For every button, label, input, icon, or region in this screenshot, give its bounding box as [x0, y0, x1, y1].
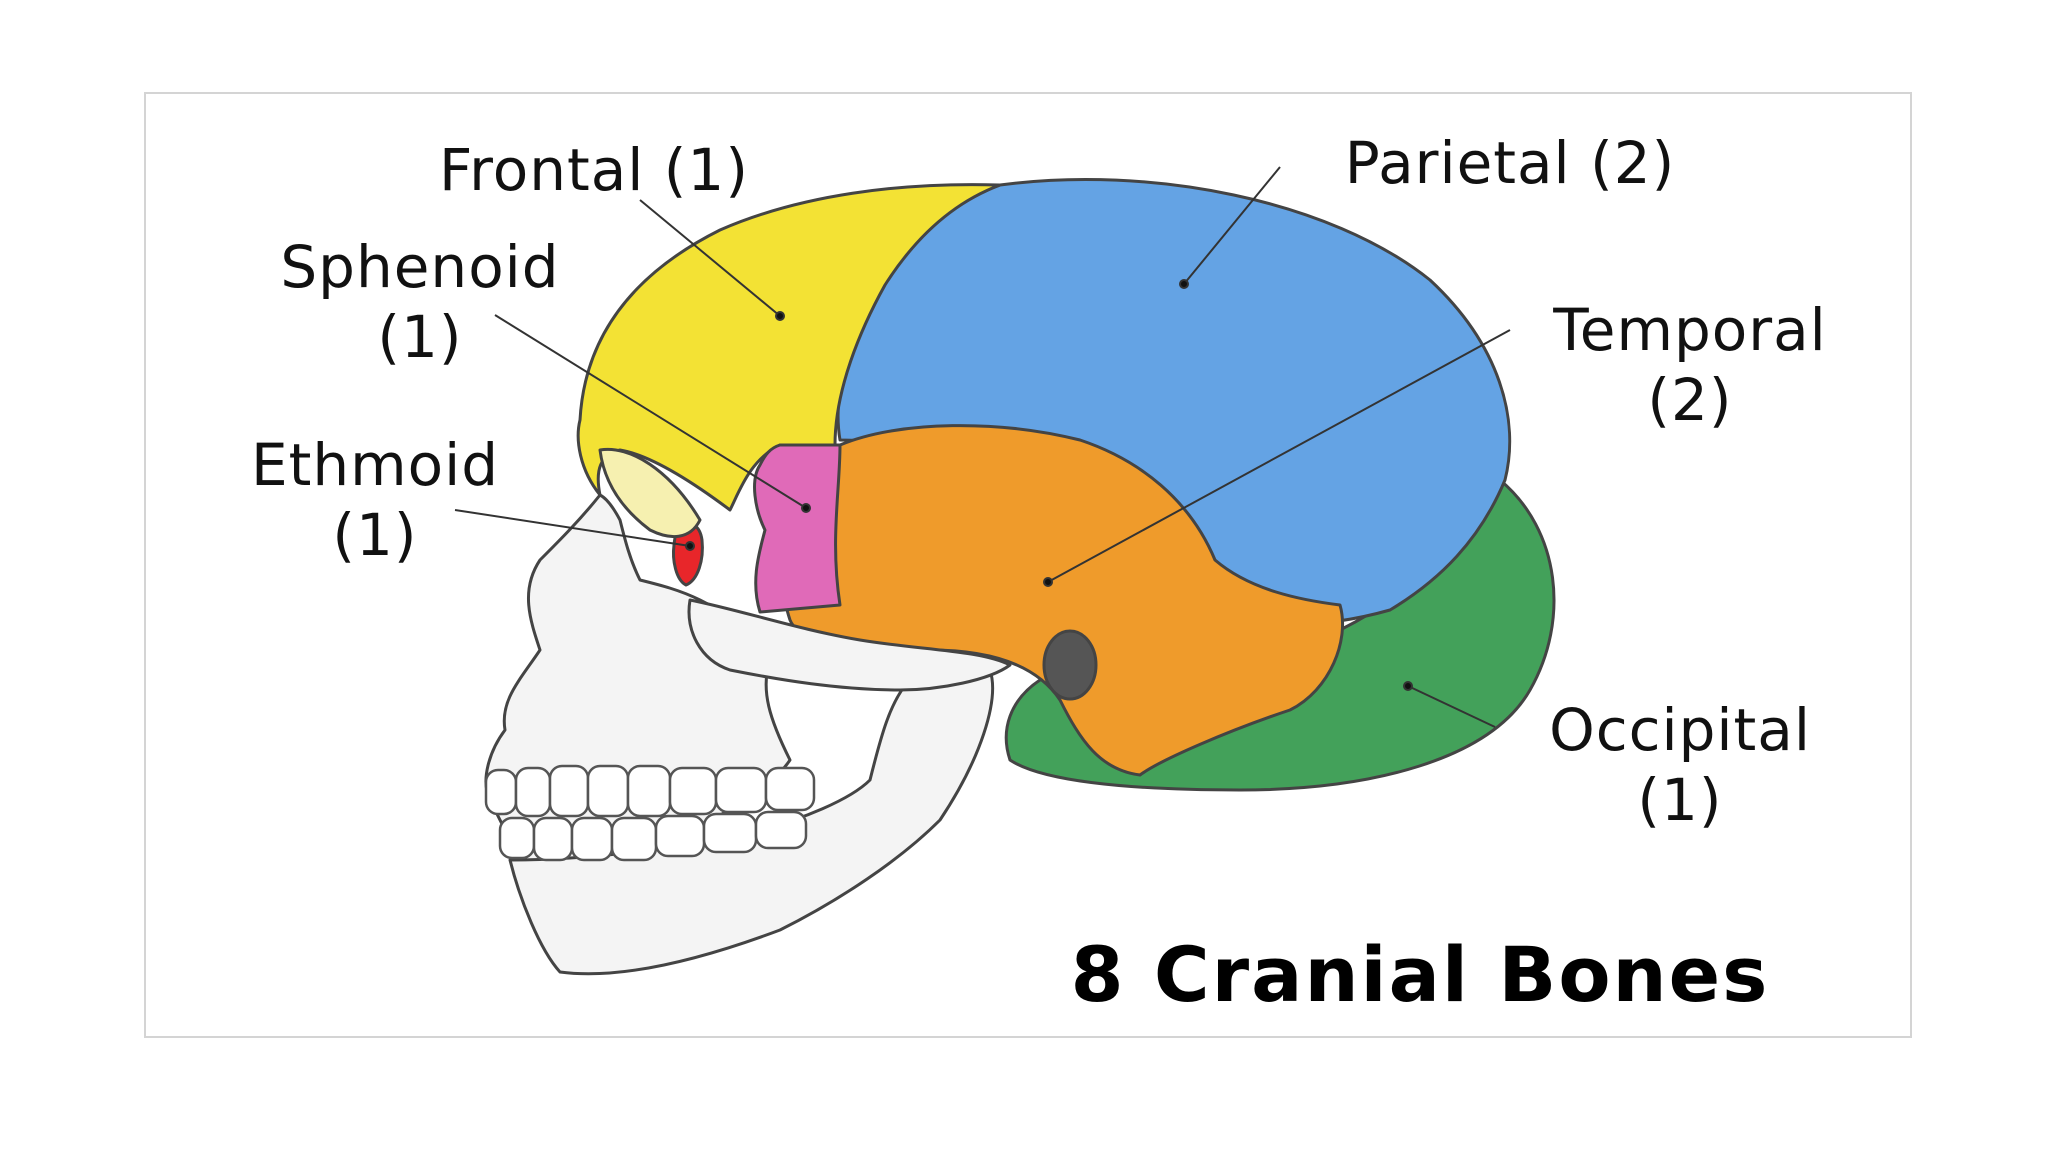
ethmoid-label-count: (1): [332, 501, 418, 569]
sphenoid-label-name: Sphenoid: [280, 233, 560, 301]
occipital-leader: [1407, 685, 1496, 728]
teeth: [484, 764, 816, 862]
sphenoid-label-count: (1): [377, 303, 463, 371]
sphenoid-leader: [494, 314, 807, 509]
frontal-label-text: Frontal (1): [439, 136, 749, 204]
ethmoid-leader: [454, 509, 691, 547]
frontal-label: Frontal (1): [384, 135, 804, 205]
parietal-label-text: Parietal (2): [1344, 129, 1676, 197]
temporal-bone: [781, 424, 1345, 777]
ethmoid-label-name: Ethmoid: [250, 431, 500, 499]
frontal-leader: [639, 199, 781, 317]
temporal-leader-dot: [1043, 577, 1053, 587]
zygomatic-bone: [687, 598, 1012, 692]
frontal-leader-dot: [775, 311, 785, 321]
ear-canal: [1042, 629, 1098, 701]
parietal-label: Parietal (2): [1290, 128, 1730, 198]
temporal-leader: [1047, 329, 1511, 583]
parietal-leader-dot: [1179, 279, 1189, 289]
sphenoid-label: Sphenoid (1): [230, 232, 610, 372]
sphenoid-bone: [753, 443, 842, 614]
ethmoid-leader-dot: [685, 541, 695, 551]
occipital-label: Occipital (1): [1490, 695, 1870, 835]
eye-orbit: [598, 447, 702, 539]
temporal-label-count: (2): [1647, 366, 1733, 434]
parietal-leader: [1183, 166, 1281, 285]
occipital-label-name: Occipital: [1549, 696, 1811, 764]
occipital-leader-dot: [1403, 681, 1413, 691]
temporal-label: Temporal (2): [1500, 295, 1880, 435]
diagram-title: 8 Cranial Bones: [1070, 930, 1770, 1019]
occipital-label-count: (1): [1637, 766, 1723, 834]
sphenoid-leader-dot: [801, 503, 811, 513]
temporal-label-name: Temporal: [1553, 296, 1827, 364]
ethmoid-label: Ethmoid (1): [190, 430, 560, 570]
